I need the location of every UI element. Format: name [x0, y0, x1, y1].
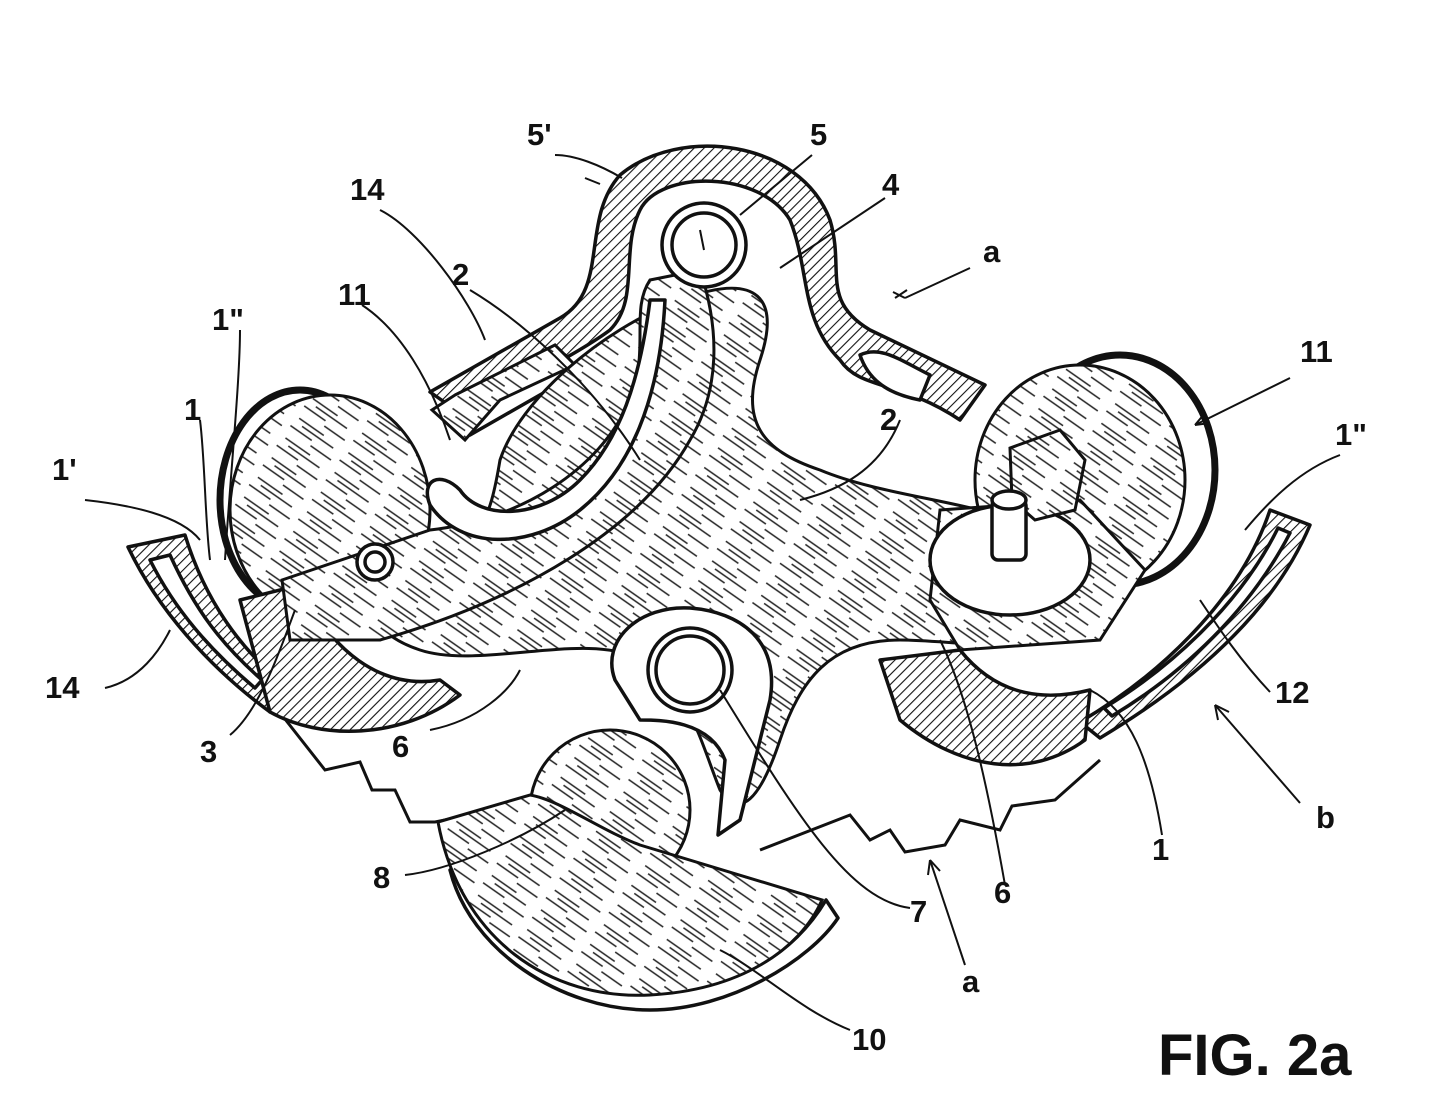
- top-housing: [428, 144, 987, 422]
- label-4: 4: [882, 167, 900, 202]
- pin-post: [990, 428, 1087, 562]
- label-2-left: 2: [452, 257, 469, 292]
- label-1-left: 1: [184, 392, 201, 427]
- base-plate-outline: [268, 699, 1101, 854]
- label-8: 8: [373, 860, 390, 895]
- leader-lines: [84, 154, 1341, 1031]
- label-a-bottom: a: [962, 964, 980, 999]
- right-housing-segment: [1078, 508, 1312, 740]
- label-6-right: 6: [994, 875, 1011, 910]
- label-b: b: [1316, 800, 1335, 835]
- figure-title: FIG. 2a: [1158, 1023, 1352, 1088]
- label-2-right: 2: [880, 402, 897, 437]
- lower-right-frame: [878, 648, 1092, 767]
- label-10: 10: [852, 1022, 886, 1057]
- swing-arm: [280, 268, 716, 642]
- label-5: 5: [810, 117, 827, 152]
- label-a-top: a: [983, 234, 1001, 269]
- label-11-left: 11: [338, 277, 371, 312]
- arm-pivot: [355, 542, 395, 582]
- reference-labels: 5' 5 4 a 14 2 11 1" 1 1' 11 2 1" 14 12 3…: [45, 117, 1367, 1057]
- pivot-7: [646, 626, 734, 714]
- label-12: 12: [1275, 675, 1309, 710]
- curved-link: [425, 298, 667, 542]
- central-body: [373, 286, 1103, 806]
- label-3: 3: [200, 734, 217, 769]
- label-1-right: 1: [1152, 832, 1169, 867]
- label-1-double-prime-right: 1": [1335, 417, 1367, 452]
- right-housing-window: [858, 350, 932, 402]
- pivot-5: [660, 201, 748, 289]
- left-block: [429, 343, 578, 443]
- label-1-prime: 1': [52, 452, 77, 487]
- label-14-left: 14: [45, 670, 80, 705]
- label-1-double-prime-left: 1": [212, 302, 244, 337]
- label-6-left: 6: [392, 729, 409, 764]
- right-housing-slot: [1102, 526, 1292, 718]
- label-14-top: 14: [350, 172, 385, 207]
- label-7: 7: [910, 894, 927, 929]
- label-5-prime: 5': [527, 117, 552, 152]
- label-11-right: 11: [1300, 334, 1333, 369]
